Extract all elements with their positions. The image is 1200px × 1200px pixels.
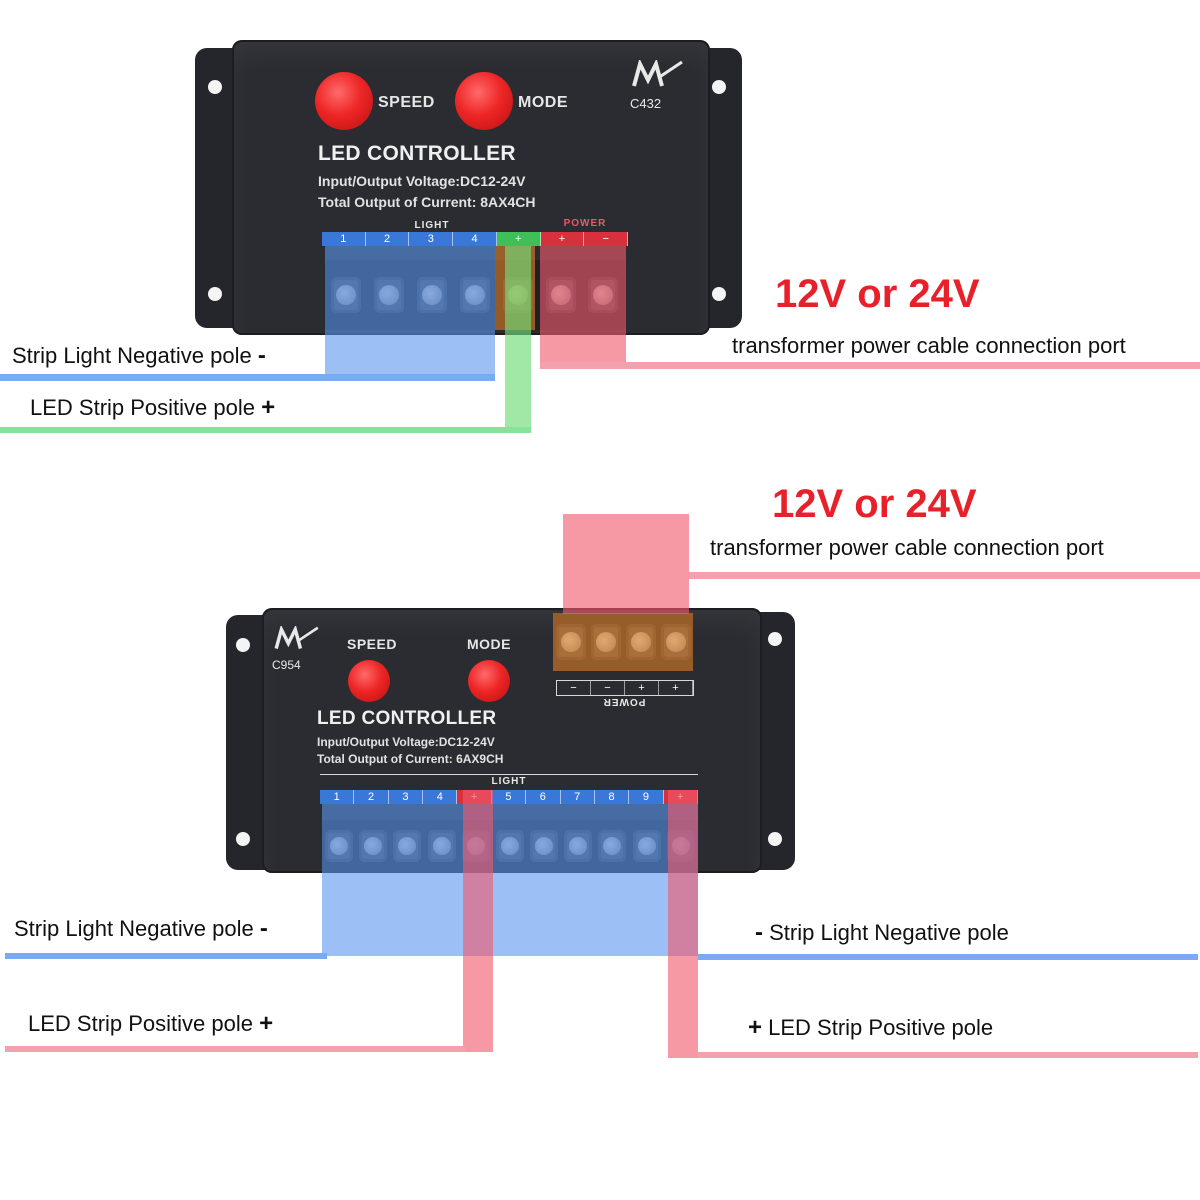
top-mode-button[interactable] — [455, 72, 513, 130]
top-positive-caption: LED Strip Positive pole + — [30, 394, 275, 422]
top-speed-label: SPEED — [378, 94, 435, 111]
top-positive-wire — [0, 427, 531, 433]
top-power-negative: − — [584, 232, 629, 246]
bottom-speed-button[interactable] — [348, 660, 390, 702]
top-mount-hole — [712, 287, 726, 301]
bottom-power-pos-1: + — [625, 681, 659, 695]
bottom-right-negative-sign: - — [755, 919, 763, 946]
bottom-mode-button[interactable] — [468, 660, 510, 702]
bottom-speed-label: SPEED — [347, 636, 397, 652]
bottom-right-positive-wire — [698, 1052, 1198, 1058]
bottom-channel-3: 3 — [388, 790, 424, 804]
bottom-left-positive-caption-text: LED Strip Positive pole — [28, 1011, 253, 1036]
bottom-power-port-caption: transformer power cable connection port — [710, 535, 1104, 560]
top-negative-caption: Strip Light Negative pole - — [12, 342, 266, 370]
top-common-positive: + — [496, 232, 541, 246]
bottom-negative-overlay — [322, 804, 698, 956]
top-mode-label: MODE — [518, 94, 568, 111]
top-power-overlay — [540, 246, 626, 362]
top-device-title: LED CONTROLLER — [318, 142, 516, 165]
bottom-left-negative-caption: Strip Light Negative pole - — [14, 915, 268, 943]
bottom-channel-6: 6 — [526, 790, 561, 804]
top-speed-button[interactable] — [315, 72, 373, 130]
bottom-right-positive-caption: + LED Strip Positive pole — [748, 1014, 993, 1042]
bottom-mount-hole — [236, 832, 250, 846]
top-terminal-strip: 1 2 3 4 + + − — [322, 232, 629, 246]
bottom-power-label: POWER — [602, 696, 646, 707]
bottom-light-label: LIGHT — [320, 774, 698, 787]
bottom-spec-current: Total Output of Current: 6AX9CH — [317, 752, 504, 766]
bottom-channel-9: 9 — [629, 790, 664, 804]
bottom-mount-hole — [768, 632, 782, 646]
top-negative-caption-text: Strip Light Negative pole — [12, 343, 252, 368]
top-negative-wire — [0, 374, 495, 381]
bottom-channel-8: 8 — [594, 790, 630, 804]
top-negative-overlay — [325, 246, 495, 380]
top-positive-caption-text: LED Strip Positive pole — [30, 395, 255, 420]
bottom-mount-hole — [768, 832, 782, 846]
bottom-positive-wire-right — [668, 790, 698, 1058]
top-spec-current: Total Output of Current: 8AX4CH — [318, 194, 536, 210]
bottom-voltage-label: 12V or 24V — [772, 482, 977, 526]
bottom-left-positive-wire — [5, 1046, 465, 1052]
top-spec-voltage: Input/Output Voltage:DC12-24V — [318, 173, 526, 189]
bottom-channel-2: 2 — [354, 790, 389, 804]
bottom-left-negative-wire — [5, 953, 327, 959]
bottom-right-negative-caption-text: Strip Light Negative pole — [769, 920, 1009, 945]
bottom-left-positive-caption: LED Strip Positive pole + — [28, 1010, 273, 1038]
bottom-device-title: LED CONTROLLER — [317, 708, 497, 729]
top-voltage-label: 12V or 24V — [775, 272, 980, 316]
top-brand: C432 — [630, 58, 686, 111]
top-power-label: POWER — [563, 218, 607, 229]
bottom-channel-5: 5 — [491, 790, 527, 804]
bottom-power-neg-1: − — [557, 681, 591, 695]
top-mount-hole — [208, 80, 222, 94]
bottom-right-positive-caption-text: LED Strip Positive pole — [768, 1015, 994, 1040]
top-mount-hole — [712, 80, 726, 94]
bottom-left-negative-caption-text: Strip Light Negative pole — [14, 916, 254, 941]
top-channel-4: 4 — [453, 232, 497, 246]
bottom-channel-4: 4 — [423, 790, 458, 804]
bottom-right-negative-wire — [698, 954, 1198, 960]
bottom-left-negative-sign: - — [259, 915, 268, 942]
bottom-positive-wire-left — [463, 790, 493, 1052]
bottom-mode-label: MODE — [467, 636, 511, 652]
top-channel-1: 1 — [322, 232, 366, 246]
bottom-power-strip: − − + + — [556, 680, 694, 696]
bottom-right-negative-caption: - Strip Light Negative pole — [755, 919, 1009, 947]
top-model-number: C432 — [630, 96, 662, 111]
top-channel-2: 2 — [365, 232, 410, 246]
top-mount-hole — [208, 287, 222, 301]
top-power-port-caption: transformer power cable connection port — [732, 333, 1126, 358]
bottom-power-pos-2: + — [659, 681, 693, 695]
bottom-mount-hole — [236, 638, 250, 652]
top-power-wire — [540, 362, 1200, 369]
bottom-power-neg-2: − — [591, 681, 625, 695]
bottom-spec-voltage: Input/Output Voltage:DC12-24V — [317, 735, 495, 749]
bottom-brand: C954 — [272, 624, 322, 672]
bottom-channel-7: 7 — [560, 790, 595, 804]
top-power-positive: + — [540, 232, 585, 246]
top-channel-3: 3 — [409, 232, 454, 246]
top-negative-sign: - — [257, 342, 266, 369]
top-light-label: LIGHT — [414, 220, 450, 231]
bottom-power-terminal-highlight — [553, 613, 693, 671]
bottom-left-positive-sign: + — [259, 1010, 274, 1037]
bottom-power-overlay — [563, 514, 689, 614]
mk-logo-icon — [272, 624, 322, 658]
bottom-channel-1: 1 — [320, 790, 355, 804]
top-positive-wire-vertical — [505, 246, 531, 432]
bottom-model-number: C954 — [272, 658, 301, 672]
bottom-power-wire — [689, 572, 1200, 579]
bottom-right-positive-sign: + — [748, 1014, 763, 1041]
bottom-terminal-strip: 1 2 3 4 + 5 6 7 8 9 + — [320, 790, 698, 804]
top-positive-sign: + — [261, 394, 276, 421]
mk-logo-icon — [630, 58, 686, 96]
